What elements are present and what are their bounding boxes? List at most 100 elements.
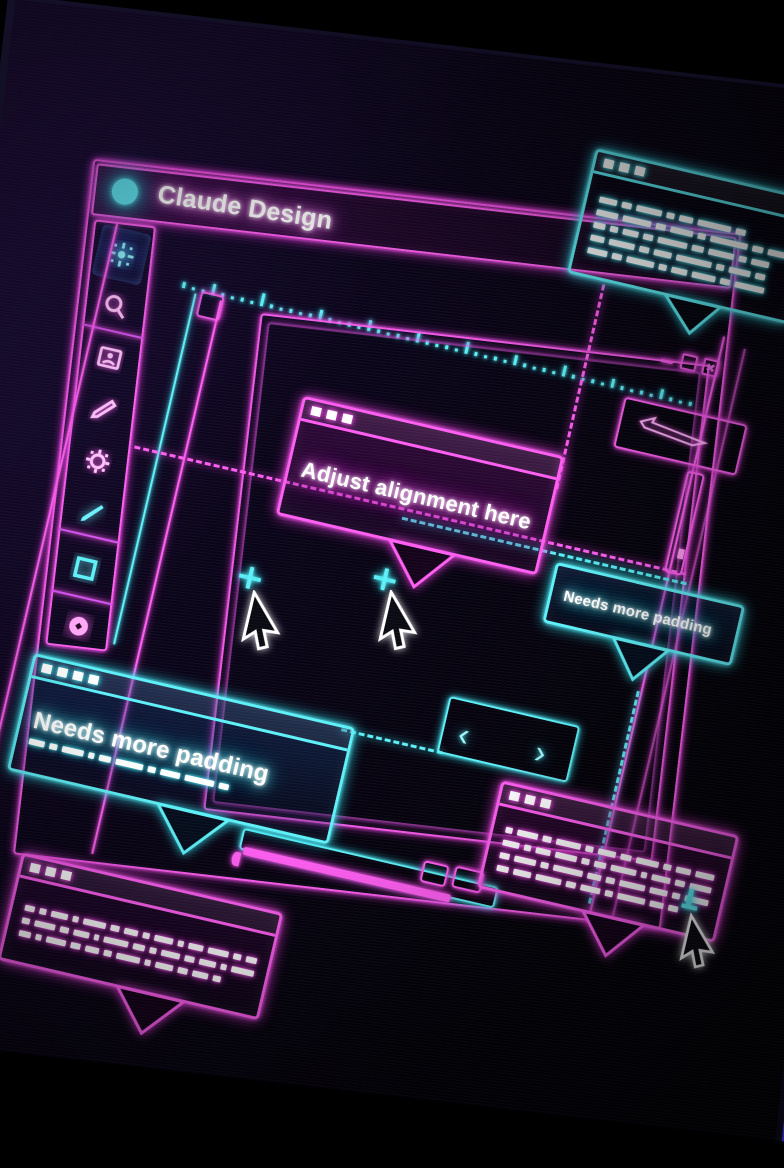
text-segment — [147, 765, 157, 774]
text-segment — [653, 249, 673, 259]
text-segment — [754, 272, 766, 281]
text-segment — [148, 946, 158, 955]
text-segment — [132, 943, 146, 952]
text-segment — [697, 232, 707, 241]
text-segment — [513, 854, 537, 866]
text-segment — [674, 878, 686, 888]
text-segment — [565, 880, 577, 889]
text-segment — [50, 910, 69, 921]
text-segment — [69, 941, 82, 950]
text-segment — [177, 966, 189, 975]
image-icon — [96, 346, 123, 370]
text-segment — [45, 936, 67, 947]
text-segment — [523, 843, 532, 852]
text-segment — [707, 248, 735, 261]
text-segment — [594, 860, 607, 869]
gear-icon — [85, 449, 110, 474]
text-segment — [207, 947, 230, 958]
text-segment — [610, 864, 637, 876]
text-segment — [87, 752, 95, 760]
text-segment — [38, 907, 48, 916]
record-icon — [69, 616, 88, 636]
text-segment — [595, 209, 619, 220]
text-segment — [212, 974, 222, 983]
text-segment — [24, 904, 35, 913]
text-segment — [710, 235, 748, 250]
text-segment — [103, 949, 113, 958]
text-segment — [191, 970, 209, 980]
text-segment — [34, 933, 43, 941]
text-segment — [691, 244, 705, 254]
text-segment — [608, 238, 636, 251]
window-dot — [60, 869, 73, 882]
pencil-icon — [90, 399, 117, 419]
text-segment — [535, 873, 562, 885]
text-segment — [72, 915, 80, 923]
text-segment — [177, 940, 185, 948]
text-segment — [638, 245, 650, 254]
text-segment — [541, 834, 553, 843]
text-segment — [767, 248, 784, 260]
text-segment — [669, 226, 695, 238]
window-dot — [87, 674, 100, 686]
text-segment — [735, 228, 747, 237]
search-icon — [105, 295, 125, 320]
window-dot — [310, 406, 322, 418]
text-segment — [586, 871, 602, 881]
window-dot — [508, 790, 521, 802]
text-segment — [154, 961, 174, 972]
text-segment — [28, 738, 46, 748]
text-line — [18, 929, 251, 990]
text-segment — [619, 879, 646, 892]
text-segment — [18, 929, 32, 939]
window-dot — [524, 794, 536, 806]
text-line — [21, 917, 255, 978]
text-segment — [556, 838, 582, 850]
window-dot — [40, 663, 53, 675]
text-segment — [670, 266, 688, 276]
ruler-tick — [269, 304, 274, 309]
text-segment — [609, 225, 619, 234]
ruler-tick — [318, 309, 324, 321]
text-segment — [691, 271, 716, 283]
text-segment — [592, 221, 606, 231]
text-segment — [621, 201, 633, 210]
ruler-tick — [181, 281, 187, 289]
text-segment — [230, 965, 255, 977]
square-icon — [72, 556, 98, 582]
text-segment — [649, 899, 665, 909]
text-segment — [84, 945, 100, 955]
text-segment — [534, 846, 552, 856]
text-segment — [502, 838, 520, 849]
text-segment — [123, 927, 139, 937]
window-dot — [633, 165, 646, 177]
window-dot — [618, 162, 631, 174]
window-dot — [539, 797, 552, 809]
window-dot — [602, 158, 615, 170]
text-segment — [642, 233, 654, 242]
text-segment — [21, 917, 31, 925]
text-segment — [675, 254, 713, 269]
text-segment — [658, 263, 668, 272]
text-segment — [597, 847, 617, 858]
text-segment — [738, 255, 748, 264]
text-segment — [159, 768, 181, 780]
ruler-tick — [230, 296, 235, 300]
text-segment — [82, 918, 107, 930]
text-segment — [635, 204, 663, 217]
text-segment — [73, 929, 90, 939]
text-segment — [655, 222, 667, 231]
text-segment — [750, 258, 770, 269]
text-segment — [715, 263, 725, 272]
text-segment — [103, 936, 129, 948]
text-segment — [554, 851, 578, 862]
text-segment — [580, 883, 601, 895]
text-segment — [516, 828, 539, 840]
text-segment — [115, 952, 141, 964]
text-segment — [651, 873, 671, 884]
note-text: Adjust alignment here — [298, 456, 534, 535]
text-segment — [665, 211, 676, 220]
